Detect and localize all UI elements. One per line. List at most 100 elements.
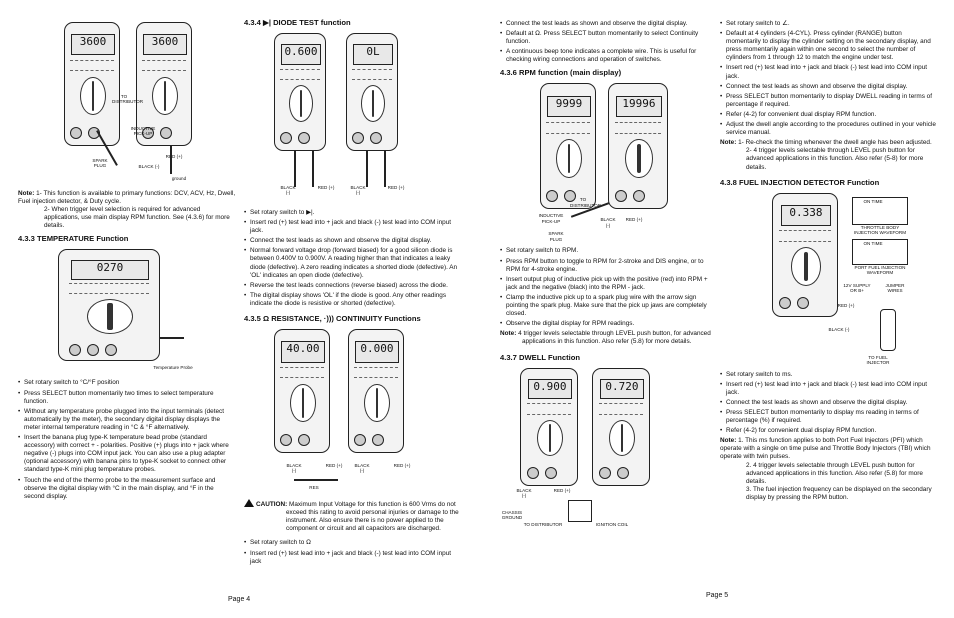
label-black: BLACK (-) bbox=[354, 463, 370, 474]
list-item: Insert red (+) test lead into + jack and… bbox=[244, 219, 464, 235]
label-red: RED (+) bbox=[553, 487, 571, 493]
input-jacks bbox=[69, 343, 149, 356]
list-item: Default at Ω. Press SELECT button moment… bbox=[500, 30, 712, 46]
section-heading-rpm: 4.3.6 RPM function (main display) bbox=[500, 68, 622, 78]
label-red: RED (+) bbox=[165, 154, 183, 159]
label-black: BLACK (-) bbox=[138, 164, 160, 169]
multimeter-right: 19996 bbox=[608, 83, 668, 210]
multimeter: 0.338 bbox=[772, 192, 838, 317]
lead bbox=[384, 151, 386, 187]
button-row bbox=[280, 366, 324, 379]
dwell-figure: 0.900 0.720 BLACK (-) RED (+) CHASSIS GR… bbox=[500, 366, 712, 530]
rpm-clamp-figure: 3600 3600 TO DISTRIBUTOR INDUCTIVE PICK-… bbox=[18, 16, 236, 186]
multimeter-left: 0.900 bbox=[520, 367, 578, 486]
multimeter-right: 3600 bbox=[136, 22, 192, 146]
note-item: 2. 4 trigger levels selectable through L… bbox=[746, 461, 923, 485]
label-inductive-pickup: INDUCTIVE PICK-UP bbox=[130, 126, 156, 137]
button-row bbox=[354, 366, 398, 379]
section-heading-fuel-injection: 4.3.8 FUEL INJECTION DETECTOR Function bbox=[720, 177, 880, 187]
caution-block: CAUTION: Maximum Input Voltage for this … bbox=[244, 499, 464, 533]
input-jacks bbox=[354, 433, 397, 446]
ignition-coil bbox=[568, 499, 592, 522]
fuel-injection-figure: 0.338 ON TIME THROTTLE BODY INJECTION WA… bbox=[720, 191, 936, 367]
display-reading: 3600 bbox=[71, 33, 115, 56]
fuel-note: Note: 1. This ms function applies to bot… bbox=[720, 437, 936, 502]
page-number: Page 4 bbox=[228, 596, 251, 603]
rotary-dial bbox=[625, 139, 653, 179]
list-item: Insert red (+) test lead into + jack and… bbox=[244, 550, 464, 566]
rotary-dial bbox=[790, 247, 822, 286]
list-item: Insert output plug of inductive pick up … bbox=[500, 276, 712, 292]
label-to-distributor: TO DISTRIBUTOR bbox=[523, 521, 563, 527]
list-item: A continuous beep tone indicates a compl… bbox=[500, 48, 712, 64]
button-row bbox=[280, 68, 320, 81]
rpm-note: Note: 4 trigger levels selectable throug… bbox=[500, 330, 712, 346]
list-item: Normal forward voltage drop (forward bia… bbox=[244, 247, 464, 279]
list-item: Set rotary switch to ms. bbox=[720, 371, 936, 379]
list-item: Default at 4 cylinders (4-CYL). Press cy… bbox=[720, 30, 936, 62]
list-item: Press SELECT button momentarily to displ… bbox=[720, 409, 936, 425]
page-number: Page 5 bbox=[706, 592, 729, 599]
display-reading: 0L bbox=[353, 44, 393, 65]
rotary-dial bbox=[556, 139, 582, 179]
column-1: 3600 3600 TO DISTRIBUTOR INDUCTIVE PICK-… bbox=[18, 14, 236, 503]
display-reading: 3600 bbox=[143, 33, 187, 56]
rpm-steps: Set rotary switch to RPM. Press RPM butt… bbox=[500, 247, 712, 328]
lead bbox=[294, 151, 296, 187]
button-row bbox=[142, 59, 186, 72]
button-row bbox=[614, 121, 662, 134]
input-jacks bbox=[546, 189, 589, 202]
list-item: Press SELECT button momentarily to displ… bbox=[720, 93, 936, 109]
input-jacks bbox=[280, 131, 320, 145]
label-black: BLACK (-) bbox=[286, 463, 302, 474]
label-red: RED (+) bbox=[393, 463, 411, 469]
input-jacks bbox=[352, 131, 392, 145]
rotary-dial bbox=[80, 76, 106, 116]
warning-icon bbox=[244, 499, 254, 508]
display-reading: 9999 bbox=[547, 95, 591, 118]
label-res: RES bbox=[309, 485, 319, 491]
label-red: RED (+) bbox=[387, 185, 405, 190]
label-spark-plug: SPARK PLUG bbox=[92, 158, 108, 169]
label-black: BLACK (-) bbox=[828, 326, 850, 332]
note-label: Note: bbox=[18, 190, 35, 197]
label-red: RED (+) bbox=[325, 463, 343, 469]
rotary-dial bbox=[536, 419, 564, 457]
list-item: Adjust the dwell angle according to the … bbox=[720, 121, 936, 137]
section-heading-diode: 4.3.4 ▶| DIODE TEST function bbox=[244, 18, 351, 27]
list-item: Connect the test leads as shown and obse… bbox=[720, 399, 936, 407]
input-jacks bbox=[70, 126, 113, 139]
continuity-steps: Connect the test leads as shown and obse… bbox=[500, 20, 712, 64]
note-item: 3. The fuel injection frequency can be d… bbox=[746, 485, 932, 501]
lead bbox=[312, 151, 314, 187]
dwell-steps: Set rotary switch to ∠. Default at 4 cyl… bbox=[720, 20, 936, 137]
label-to-distributor: TO DISTRIBUTOR bbox=[112, 94, 144, 105]
temperature-steps: Set rotary switch to °C/°F position Pres… bbox=[18, 379, 236, 500]
button-row bbox=[70, 59, 114, 72]
input-jacks bbox=[142, 126, 185, 139]
note-item: 1- Re-check the timing whenever the dwel… bbox=[738, 139, 932, 147]
probe-cable bbox=[160, 337, 184, 340]
fuel-injector bbox=[880, 308, 896, 351]
label-red: RED (+) bbox=[625, 217, 643, 223]
resistance-steps: Set rotary switch to Ω Insert red (+) te… bbox=[244, 539, 464, 565]
list-item: The digital display shows 'OL' if the di… bbox=[244, 292, 464, 308]
input-jacks bbox=[280, 433, 323, 446]
list-item: Set rotary switch to ▶|. bbox=[244, 209, 464, 217]
column-4: Set rotary switch to ∠. Default at 4 cyl… bbox=[720, 14, 936, 504]
multimeter-left: 3600 bbox=[64, 22, 120, 146]
caution-label: CAUTION: bbox=[256, 501, 288, 509]
caption-temperature-probe: Temperature Probe bbox=[153, 365, 193, 371]
button-row bbox=[598, 403, 644, 415]
rpm-figure: 9999 19996 TO DISTRIBUTOR INDUCTIVE PICK… bbox=[500, 81, 712, 243]
display-reading: 0.600 bbox=[281, 44, 321, 65]
button-row bbox=[779, 230, 831, 242]
display-reading: 40.00 bbox=[281, 341, 325, 363]
button-row bbox=[69, 283, 149, 295]
display-reading: 0270 bbox=[71, 260, 149, 280]
throttle-waveform bbox=[852, 196, 908, 225]
label-port-waveform: PORT FUEL INJECTION WAVEFORM bbox=[854, 264, 906, 275]
label-on-time: ON TIME bbox=[863, 198, 883, 204]
input-jacks bbox=[526, 466, 572, 479]
probe-lead bbox=[170, 146, 172, 174]
